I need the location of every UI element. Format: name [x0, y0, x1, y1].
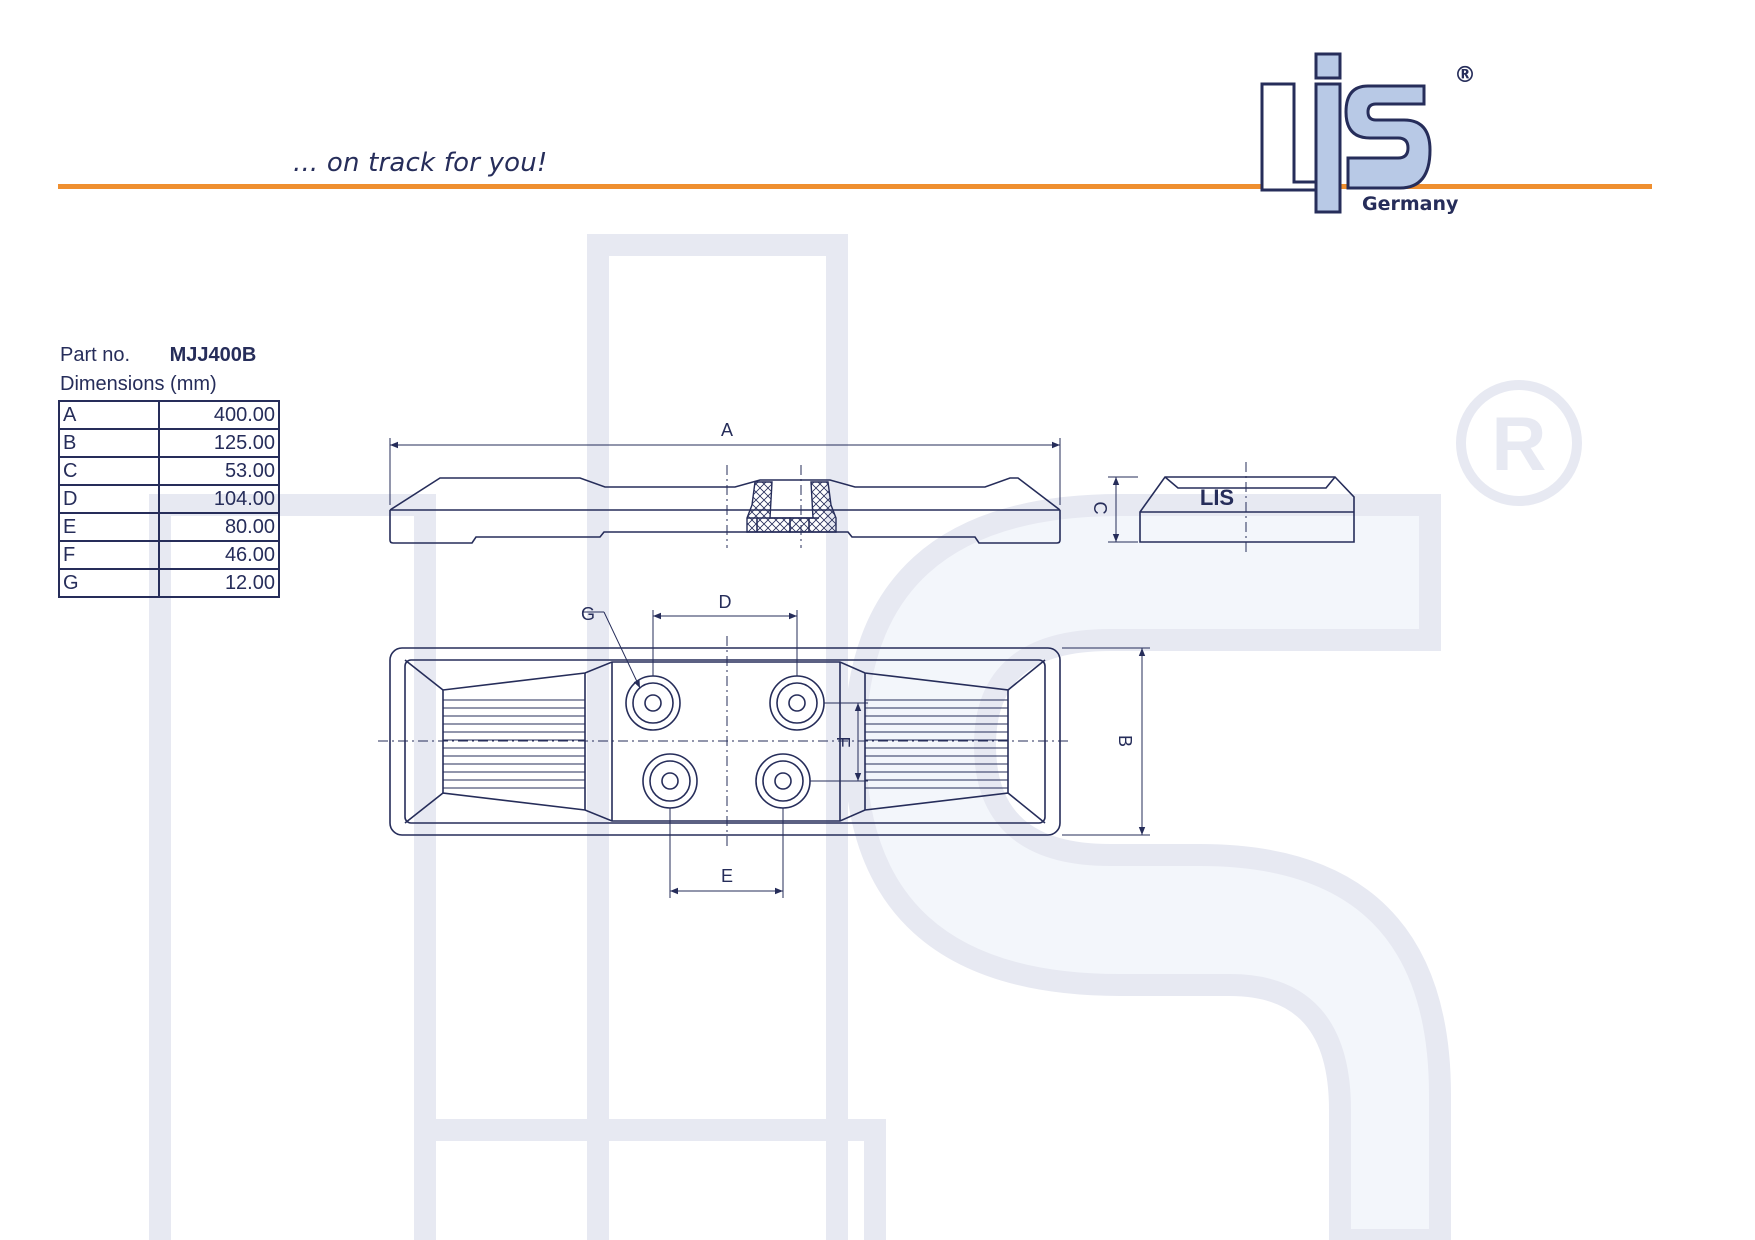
dimension-value: 46.00 — [158, 540, 280, 570]
lis-logo: ® — [1260, 52, 1476, 214]
logo-subtitle: Germany — [1362, 193, 1459, 215]
dimension-value: 53.00 — [158, 456, 280, 486]
slogan: ... on track for you! — [293, 148, 548, 178]
dimension-value: 12.00 — [158, 568, 280, 598]
side-view-section — [746, 481, 837, 533]
dimension-a — [389, 438, 1061, 505]
part-number-value: MJJ400B — [169, 344, 257, 366]
registered-mark: ® — [1454, 63, 1476, 88]
part-number-label: Part no. — [60, 344, 131, 366]
dimension-f — [810, 702, 868, 782]
header-rule — [58, 184, 1652, 189]
dim-label-a: A — [721, 420, 733, 440]
side-view — [389, 477, 1061, 544]
dimension-label: C — [58, 456, 160, 486]
dim-label-f: F — [833, 737, 853, 748]
dimension-e — [669, 808, 784, 898]
mounting-holes — [625, 675, 825, 809]
part-number-row: Part no. MJJ400B — [60, 340, 280, 370]
dim-label-b: B — [1115, 735, 1135, 747]
dimension-value: 80.00 — [158, 512, 280, 542]
dimension-label: B — [58, 428, 160, 458]
end-view — [1139, 476, 1355, 543]
dim-label-d: D — [719, 592, 732, 612]
dim-label-e: E — [721, 866, 733, 886]
dimensions-heading: Dimensions (mm) — [60, 373, 217, 395]
dimension-label: G — [58, 568, 160, 598]
dimension-d — [652, 610, 798, 676]
dim-label-g: G — [581, 604, 595, 624]
dimension-label: E — [58, 512, 160, 542]
dimension-value: 400.00 — [158, 400, 280, 430]
svg-text:R: R — [1492, 402, 1547, 487]
dimension-value: 125.00 — [158, 428, 280, 458]
end-view-mark: LIS — [1200, 485, 1234, 510]
tread-ribs — [443, 699, 1008, 789]
dimension-label: A — [58, 400, 160, 430]
dimension-value: 104.00 — [158, 484, 280, 514]
dimension-g — [582, 611, 641, 689]
dimension-label: F — [58, 540, 160, 570]
dimension-label: D — [58, 484, 160, 514]
dimension-b — [1062, 647, 1150, 836]
dim-label-c: C — [1090, 502, 1110, 515]
